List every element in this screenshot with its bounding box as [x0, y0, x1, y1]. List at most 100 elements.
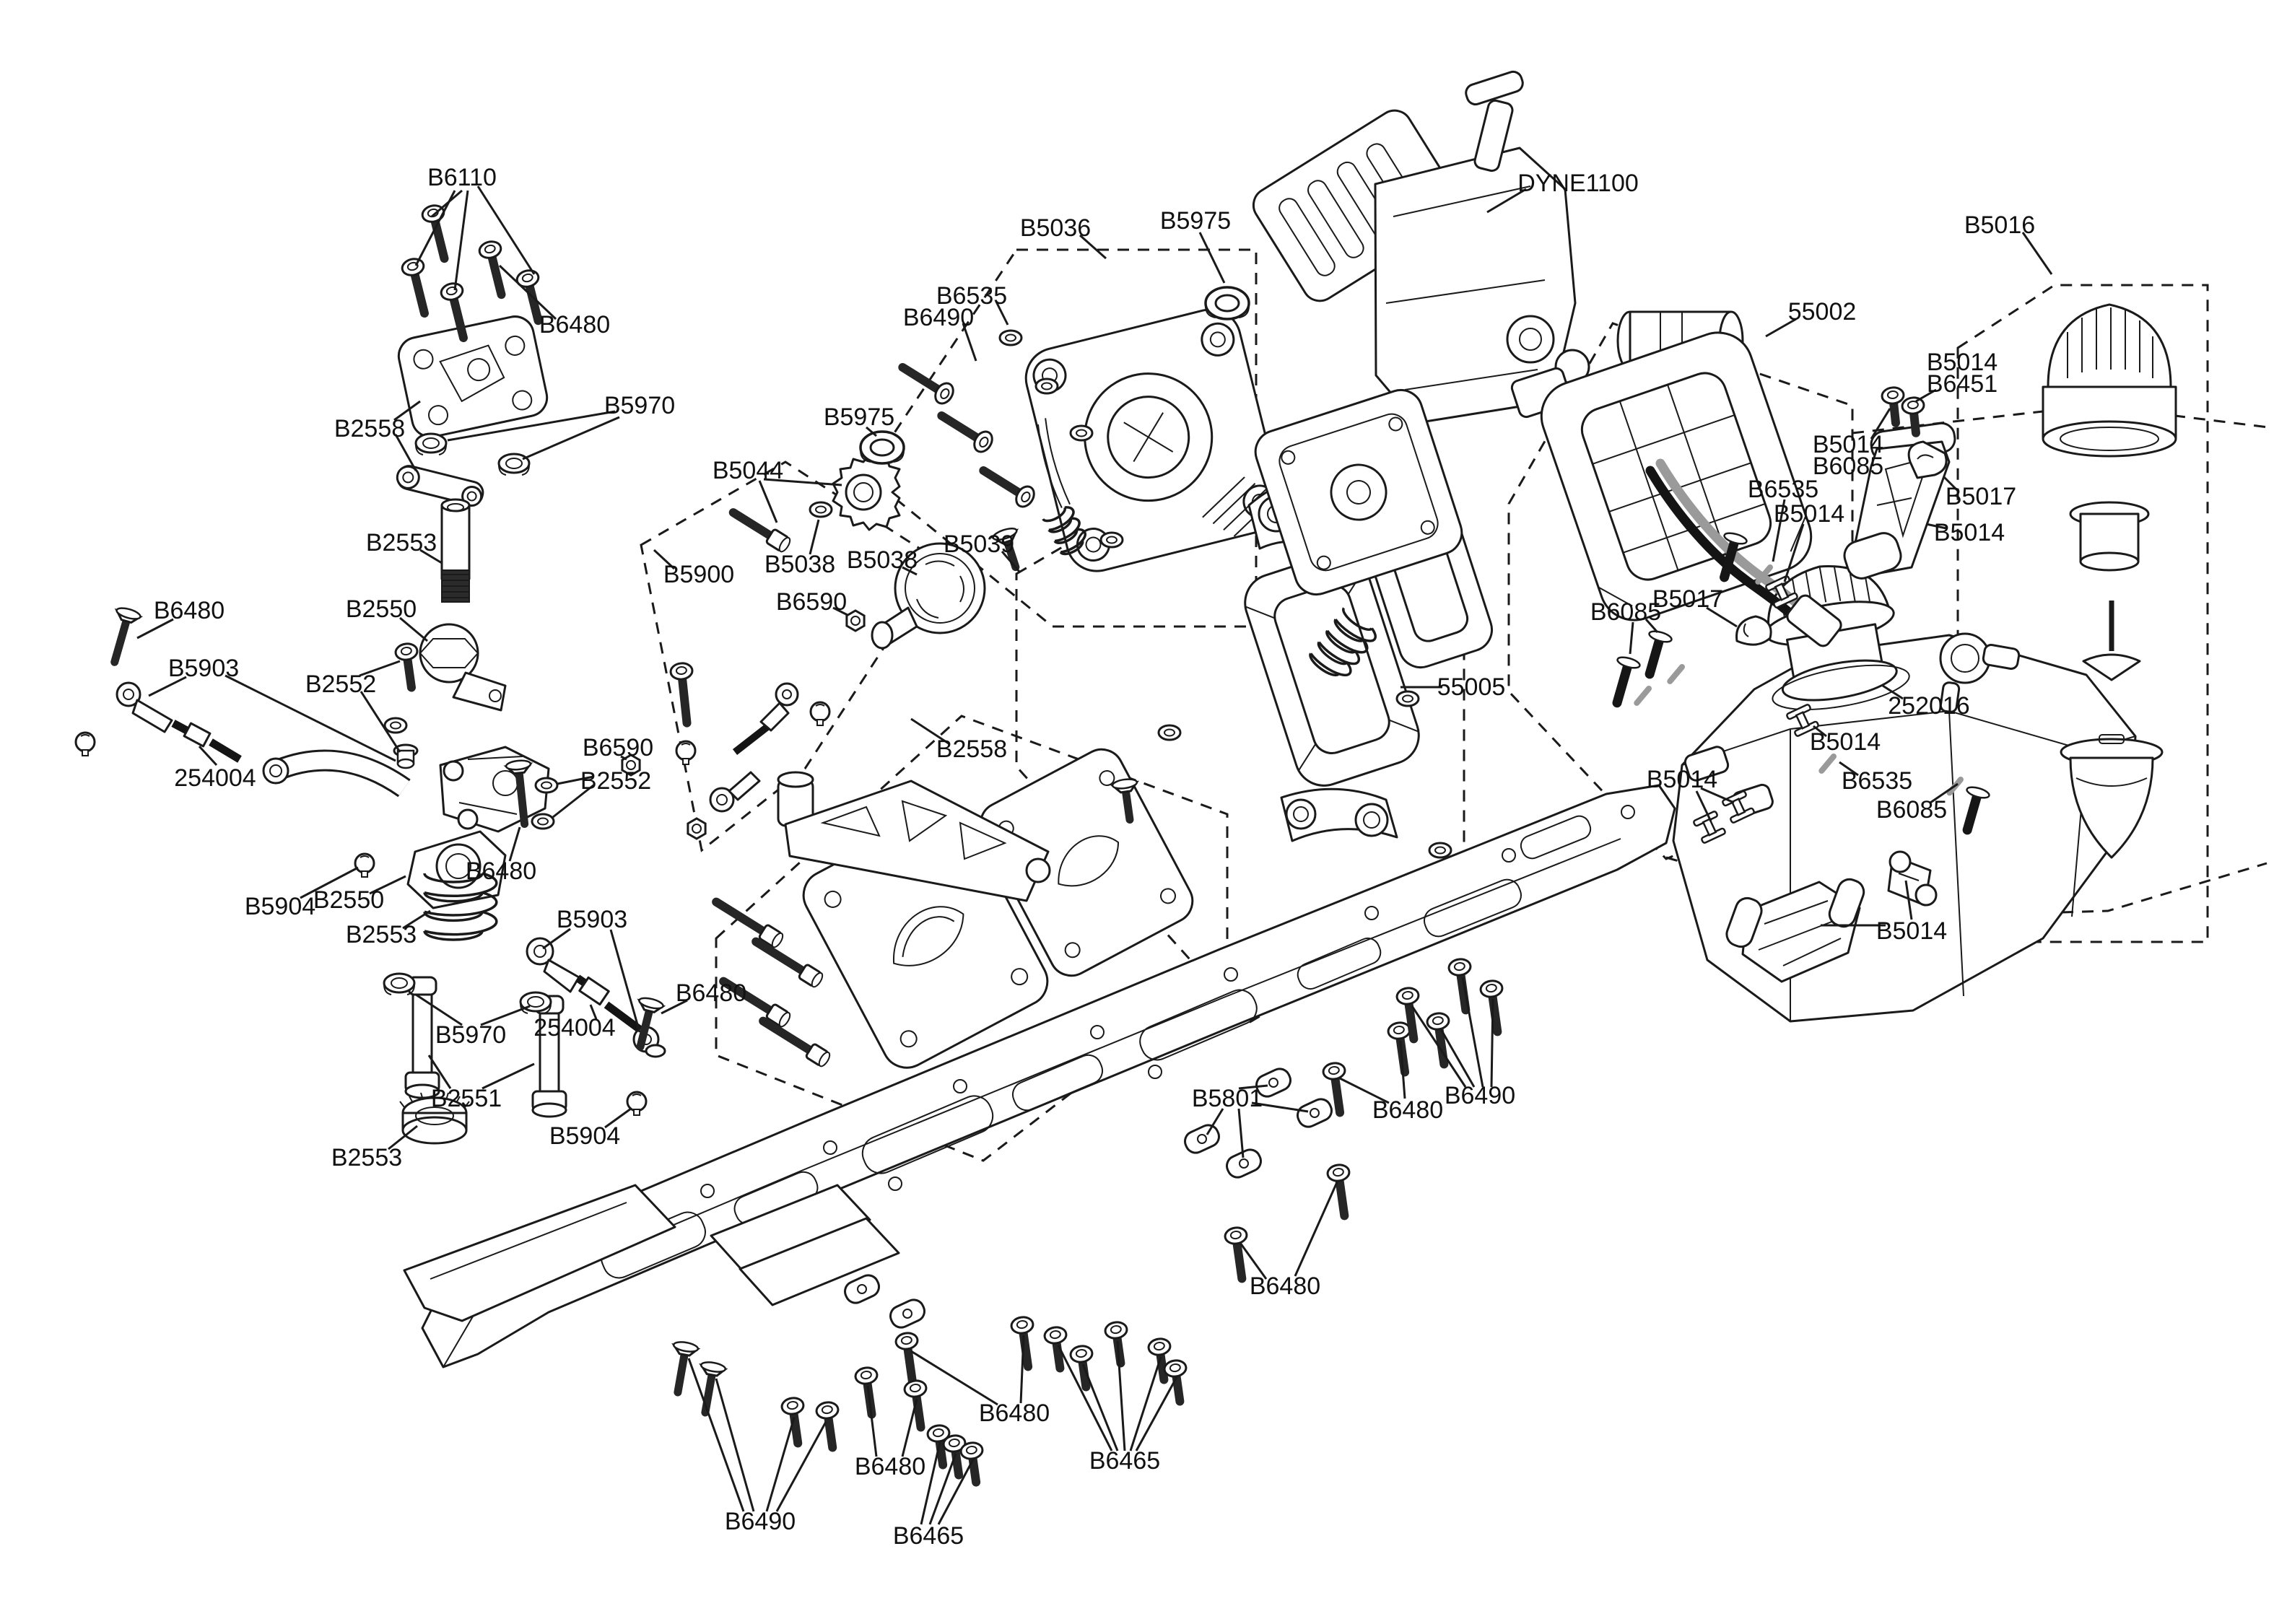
leader-line-B6490	[962, 323, 977, 362]
washer-hardware	[531, 813, 555, 830]
washer-hardware	[1099, 531, 1124, 549]
clutch-shoe-lower	[1280, 787, 1398, 842]
airbox-housing	[1540, 331, 1813, 621]
static-parts	[116, 70, 2177, 1368]
leader-line-B2552	[359, 660, 401, 677]
ibeam-hardware	[1765, 575, 1798, 608]
leader-line-55002	[1765, 318, 1797, 338]
nut-hardware	[845, 609, 866, 632]
leader-lines	[136, 185, 2053, 1525]
leader-line-B5904	[604, 1107, 632, 1129]
screw-hardware	[903, 1379, 928, 1432]
leader-line-B6535	[1772, 499, 1786, 562]
leader-line-B5014	[1783, 523, 1805, 582]
leader-line-B2552	[552, 784, 594, 818]
part-label-B2553: B2553	[331, 1144, 402, 1171]
screw-hardware	[401, 258, 429, 318]
leader-line-B5970	[447, 410, 616, 442]
part-label-B6535: B6535	[1748, 476, 1818, 503]
filter-needle	[2082, 601, 2141, 681]
leader-line-B5970	[480, 1005, 531, 1026]
leader-line-B6110	[476, 185, 536, 275]
dashed-outline-clutch-housing-kit-B5036	[864, 248, 1258, 628]
front-brace-arm	[777, 771, 1051, 902]
pinion-gear	[832, 453, 901, 531]
part-label-55002: 55002	[1788, 298, 1857, 326]
leader-line-252016	[1882, 684, 1904, 700]
bush2-hardware	[383, 972, 416, 995]
part-label-B5975: B5975	[1160, 207, 1231, 235]
part-label-B6490: B6490	[725, 1508, 796, 1535]
part-label-B5970: B5970	[604, 392, 675, 419]
leader-line-B6480	[661, 999, 688, 1015]
screw-hardware	[1163, 1359, 1188, 1406]
part-label-B2558: B2558	[334, 415, 405, 442]
part-label-B6465: B6465	[893, 1522, 964, 1550]
part-label-B2551: B2551	[431, 1085, 502, 1112]
leader-line-B5017	[1706, 606, 1738, 628]
leader-line-B6480	[1339, 1077, 1390, 1104]
leader-line-B6490	[1490, 998, 1494, 1088]
part-label-B6490: B6490	[1445, 1082, 1515, 1109]
screw-hardware	[937, 411, 993, 453]
part-label-B5970: B5970	[435, 1021, 506, 1049]
leader-line-B5903	[225, 674, 396, 762]
machine-hardware	[759, 1016, 831, 1068]
machine-hardware	[752, 937, 824, 988]
leader-line-B6480	[508, 826, 521, 862]
leader-line-B5903	[609, 929, 641, 1033]
screw-hardware	[894, 1332, 919, 1387]
leader-line-B2553	[419, 549, 443, 564]
screw-hardware	[1479, 979, 1504, 1036]
leader-line-B5904	[300, 866, 359, 899]
filter-bulb	[2060, 734, 2164, 859]
part-label-B5036: B5036	[1020, 214, 1091, 242]
fuel-line-clip-a	[1907, 440, 1948, 479]
washer-hardware	[1428, 842, 1452, 859]
washer-hardware	[809, 501, 833, 518]
machine-hardware	[719, 977, 791, 1028]
ibeam-hardware	[1722, 790, 1755, 824]
part-label-B6110: B6110	[427, 164, 497, 191]
leader-line-B6480	[136, 618, 174, 639]
leader-line-B6085	[1629, 621, 1634, 655]
pad-hardware	[1184, 1124, 1220, 1154]
leader-line-B6490	[775, 1421, 827, 1512]
serrated-cap	[399, 1091, 470, 1145]
part-label-B2553: B2553	[366, 529, 437, 556]
part-label-DYNE1100: DYNE1100	[1517, 170, 1639, 197]
washer-hardware	[1395, 690, 1420, 707]
part-label-B6535: B6535	[1842, 767, 1912, 795]
part-label-B5014: B5014	[1927, 349, 1998, 376]
leader-line-B5801	[1238, 1084, 1268, 1090]
leader-line-B6590	[620, 755, 627, 761]
leader-line-B6085	[1930, 782, 1959, 804]
part-label-B6480: B6480	[154, 597, 225, 624]
flat-hardware	[503, 759, 533, 829]
bush2-hardware	[414, 432, 448, 455]
leader-line-B5036	[1079, 234, 1107, 260]
dark-hardware	[1720, 532, 1748, 582]
leader-line-B2558	[393, 400, 421, 422]
part-label-B2550: B2550	[313, 886, 384, 914]
pin-hardware	[1755, 564, 1773, 585]
part-label-B6085: B6085	[1813, 453, 1883, 480]
leader-line-DYNE1100	[1486, 188, 1527, 214]
part-label-B6480: B6480	[676, 979, 746, 1007]
part-label-B5038: B5038	[764, 551, 835, 578]
leader-line-B5016	[2021, 232, 2053, 275]
screw-hardware	[1326, 1164, 1351, 1221]
leader-line-B6480	[1294, 1182, 1338, 1277]
fuel-tank-clip	[1887, 850, 1938, 907]
ball-hardware	[354, 852, 375, 878]
screw-hardware	[979, 466, 1035, 508]
part-label-B2558: B2558	[936, 735, 1007, 763]
pad-hardware	[889, 1298, 925, 1329]
leader-line-B6590	[832, 606, 848, 616]
bearing-hardware	[1204, 286, 1250, 320]
part-label-B5044: B5044	[713, 457, 783, 484]
part-label-B5900: B5900	[663, 561, 734, 588]
leader-line-B2553	[388, 1125, 418, 1151]
